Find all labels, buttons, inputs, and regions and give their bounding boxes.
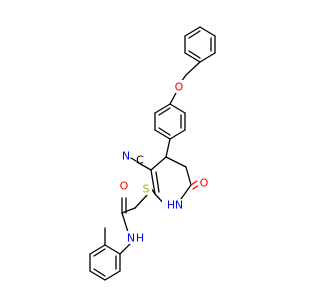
bond-inner [158, 107, 171, 116]
bond-ketone [190, 180, 198, 186]
bond [184, 52, 201, 63]
bond-c-n [121, 212, 129, 233]
bond-inner [158, 127, 171, 136]
molecule-diagram: O C N S H N O O N H [89, 26, 216, 281]
bond [89, 270, 106, 281]
bond-ch2-co [121, 207, 136, 214]
bond-inner [93, 268, 106, 277]
ring-nh-h-label: H [167, 199, 175, 212]
sulfur-label: S [143, 183, 150, 196]
amide-nitrogen-label: N [127, 232, 135, 245]
phenylene-ring [154, 103, 186, 140]
bond [199, 26, 216, 37]
bond [199, 52, 216, 63]
tolyl-ring [89, 244, 121, 281]
bond-n-aryl [119, 243, 131, 255]
amide-oxygen-label: O [120, 180, 129, 193]
bond-s-ch2 [134, 193, 149, 209]
bond [169, 129, 186, 140]
bond [104, 244, 121, 255]
bond [150, 156, 167, 171]
ketone-oxygen-label: O [200, 177, 209, 190]
ring-nitrogen-label: N [175, 199, 183, 212]
bond-inner [155, 171, 160, 193]
pyridinone-ring [150, 156, 192, 207]
bond-aryl-c4 [165, 138, 171, 158]
bond-c-cn [136, 161, 152, 171]
bond [154, 103, 171, 114]
atom-labels: O C N S H N O O N H [118, 80, 210, 245]
benzyl-phenyl-ring [184, 26, 216, 63]
nitrile-carbon-label: C [136, 154, 144, 167]
structure-svg: O C N S H N O O N H [89, 26, 216, 281]
bond-inner [93, 248, 106, 257]
bond-inner [188, 30, 201, 39]
bond-o-aryl [169, 92, 177, 105]
amide-hydrogen-label: H [136, 232, 144, 245]
bond [184, 26, 201, 37]
bond [89, 244, 106, 255]
ether-oxygen-label: O [175, 81, 184, 94]
bond-inner [188, 50, 201, 59]
bond [154, 129, 171, 140]
bond-cn [130, 157, 137, 162]
bond [150, 169, 156, 195]
bond [180, 184, 192, 200]
bond [165, 156, 187, 168]
bond [104, 270, 121, 281]
bond-ch2 [185, 61, 201, 76]
bond [185, 166, 192, 186]
bond [169, 103, 186, 114]
nitrile-nitrogen-label: N [122, 150, 130, 163]
